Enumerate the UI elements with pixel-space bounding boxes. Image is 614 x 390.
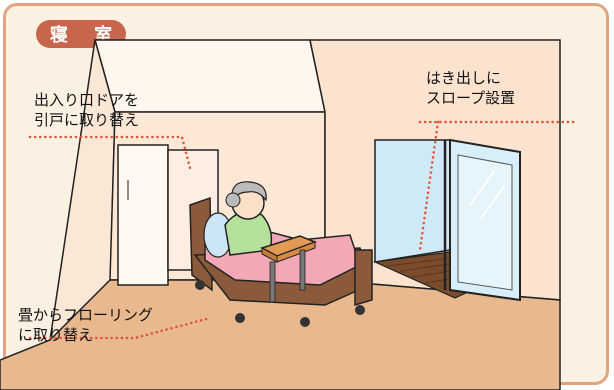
window-glass-door (374, 138, 521, 302)
leader-lines (28, 120, 580, 340)
slope-annotation-line1: はき出しに (426, 69, 502, 87)
floor-annotation-line1: 畳からフローリング (18, 306, 154, 324)
elderly-person (224, 181, 273, 256)
door-annotation-line2: 引戸に取り替え (34, 111, 140, 129)
overbed-table (260, 235, 318, 303)
floor-annotation: 畳からフローリング に取り替え (18, 305, 153, 345)
slope-annotation-line2: スロープ設置 (426, 89, 516, 107)
floor-annotation-line2: に取り替え (18, 326, 94, 344)
door-annotation-line1: 出入り口ドアを (34, 91, 140, 109)
door-annotation: 出入り口ドアを 引戸に取り替え (34, 90, 139, 130)
slope-annotation: はき出しに スロープ設置 (426, 68, 515, 108)
